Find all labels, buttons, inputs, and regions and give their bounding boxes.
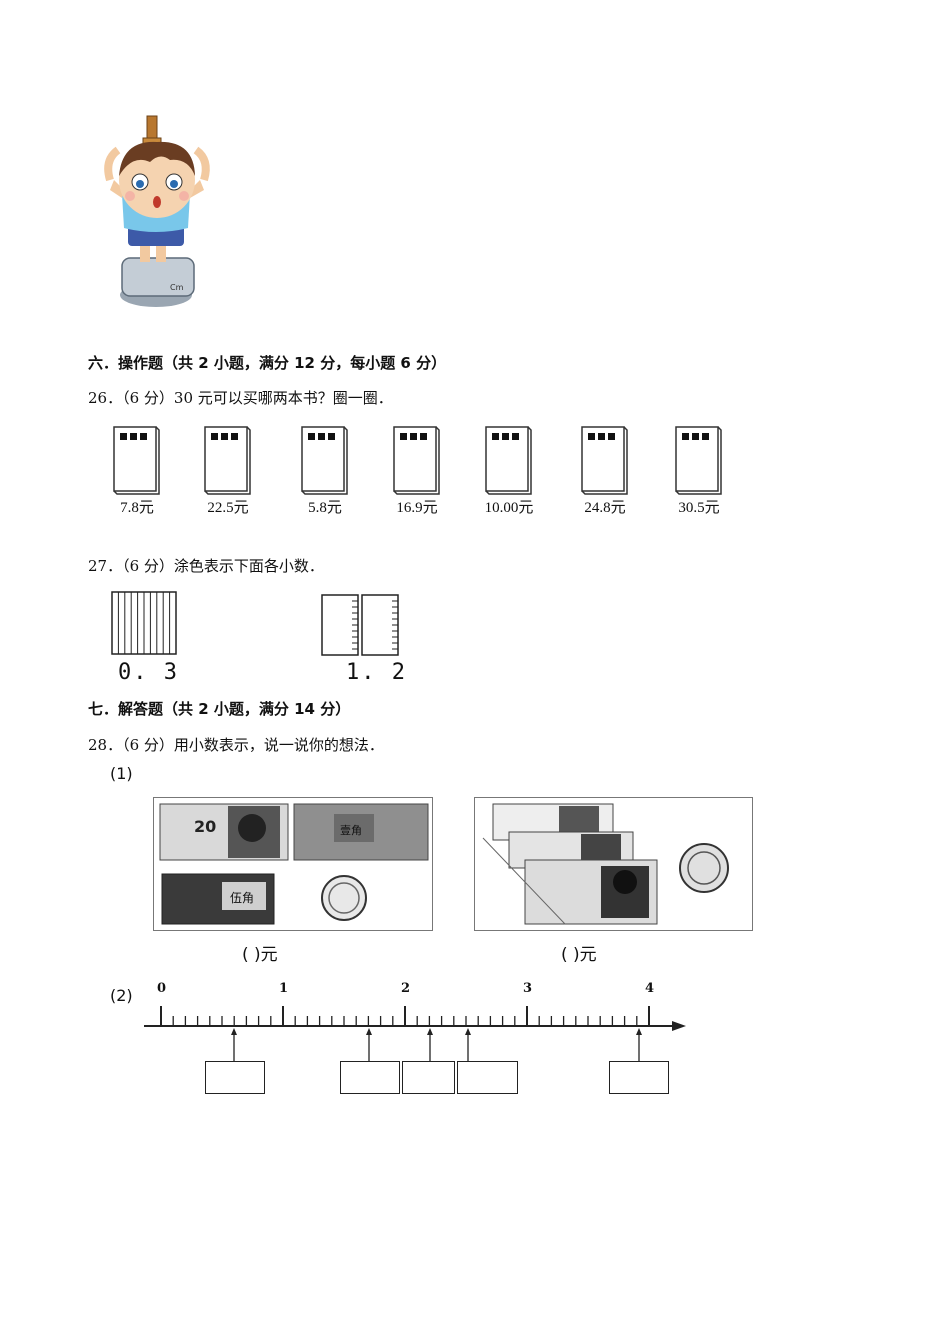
answer-box[interactable] <box>402 1061 455 1094</box>
book-price: 10.00元 <box>484 500 534 516</box>
answer-box[interactable] <box>457 1061 518 1094</box>
banknote-wujiao-text: 伍角 <box>230 891 254 905</box>
question-26-text: 26．（6 分）30 元可以买哪两本书？圈一圈． <box>88 389 393 407</box>
book-icon[interactable] <box>674 425 724 495</box>
answer-box[interactable] <box>609 1061 669 1094</box>
ruler-mark: Cm <box>170 283 184 292</box>
two-units-bars[interactable] <box>318 592 404 658</box>
pointer-arrow-head <box>465 1028 471 1035</box>
question-27-text: 27．（6 分）涂色表示下面各小数． <box>88 557 324 575</box>
book-icon[interactable] <box>484 425 534 495</box>
numberline-tick-label: 4 <box>645 981 655 996</box>
banknote-20-value: 20 <box>194 817 216 836</box>
part-2-label: (2) <box>110 986 133 1005</box>
pointer-arrow-head <box>427 1028 433 1035</box>
book-icon[interactable] <box>112 425 162 495</box>
book-price: 30.5元 <box>678 500 720 516</box>
pointer-arrow-head <box>231 1028 237 1035</box>
answer-blank-right[interactable]: ( )元 <box>561 945 597 965</box>
book-price: 7.8元 <box>120 500 154 516</box>
numberline-tick-label: 2 <box>401 981 411 996</box>
section6-title: 六．操作题（共 2 小题，满分 12 分，每小题 6 分） <box>88 354 447 372</box>
tenths-grid[interactable] <box>110 590 178 656</box>
banknotes-and-coin-left: 20 壹角 伍角 <box>159 803 429 925</box>
question-28-text: 28．（6 分）用小数表示，说一说你的想法． <box>88 736 384 754</box>
money-box-left: 20 壹角 伍角 <box>153 797 433 931</box>
pointer-arrow-head <box>366 1028 372 1035</box>
book-price: 22.5元 <box>207 500 249 516</box>
numberline-tick-label: 1 <box>279 981 289 996</box>
boy-on-scale-illustration: Cm <box>104 115 210 307</box>
pointer-arrow-head <box>636 1028 642 1035</box>
banknotes-and-coin-right <box>482 803 729 925</box>
answer-blank-left[interactable]: ( )元 <box>242 945 278 965</box>
book-icon[interactable] <box>300 425 350 495</box>
decimal-label: 1. 2 <box>346 660 407 685</box>
money-box-right <box>474 797 753 931</box>
numberline-tick-label: 0 <box>157 981 167 996</box>
number-line-arrowhead <box>672 1021 686 1031</box>
book-icon[interactable] <box>203 425 253 495</box>
part-1-label: (1) <box>110 764 133 783</box>
book-icon[interactable] <box>392 425 442 495</box>
section7-title: 七．解答题（共 2 小题，满分 14 分） <box>88 700 351 718</box>
book-price: 24.8元 <box>584 500 626 516</box>
book-price: 5.8元 <box>308 500 342 516</box>
answer-box[interactable] <box>205 1061 265 1094</box>
decimal-label: 0. 3 <box>118 660 179 685</box>
numberline-tick-label: 3 <box>523 981 533 996</box>
book-price: 16.9元 <box>396 500 438 516</box>
banknote-yijiao-text: 壹角 <box>340 824 362 837</box>
answer-box[interactable] <box>340 1061 400 1094</box>
number-line <box>144 1006 686 1061</box>
book-icon[interactable] <box>580 425 630 495</box>
